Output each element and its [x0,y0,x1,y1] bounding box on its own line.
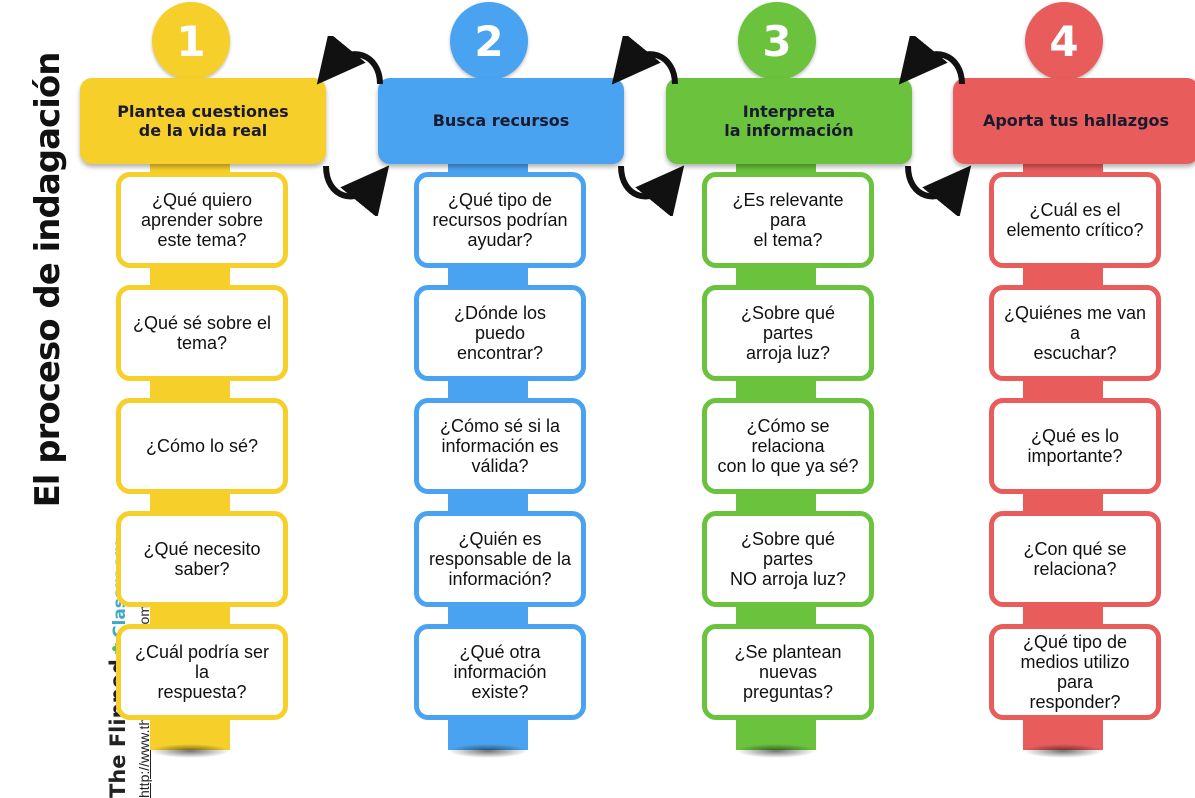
question-card: ¿Qué sé sobre el tema? [116,285,288,381]
step-header: Busca recursos [378,78,624,164]
step-column-2: 2 Busca recursos ¿Qué tipo de recursos p… [378,0,624,772]
step-number-badge: 1 [152,2,230,80]
step-number-badge: 4 [1025,2,1103,80]
question-card: ¿Qué necesito saber? [116,511,288,607]
question-card: ¿Qué es lo importante? [989,398,1161,494]
column-shadow [448,744,528,758]
question-card: ¿Cómo se relaciona con lo que ya sé? [702,398,874,494]
question-card: ¿Con qué se relaciona? [989,511,1161,607]
step-column-4: 4 Aporta tus hallazgos ¿Cuál es el eleme… [953,0,1195,772]
page-title: El proceso de indagación [28,52,68,508]
question-card: ¿Sobre qué partes NO arroja luz? [702,511,874,607]
column-shadow [150,744,230,758]
question-card: ¿Cómo lo sé? [116,398,288,494]
cycle-arrows-icon-2-3 [611,36,685,216]
column-shadow [736,744,816,758]
step-number-badge: 2 [450,2,528,80]
cycle-arrows-icon-3-4 [898,36,972,216]
question-card: ¿Cuál podría ser la respuesta? [116,624,288,720]
step-number-badge: 3 [738,2,816,80]
cycle-arrows-icon-1-2 [316,36,390,216]
step-header: Plantea cuestiones de la vida real [80,78,326,164]
question-card: ¿Se plantean nuevas preguntas? [702,624,874,720]
step-header: Interpreta la información [666,78,912,164]
question-card: ¿Qué tipo de medios utilizo para respond… [989,624,1161,720]
question-card: ¿Cuál es el elemento crítico? [989,172,1161,268]
step-column-1: 1 Plantea cuestiones de la vida real ¿Qu… [80,0,326,772]
step-column-3: 3 Interpreta la información ¿Es relevant… [666,0,912,772]
question-card: ¿Cómo sé si la información es válida? [414,398,586,494]
question-card: ¿Quién es responsable de la información? [414,511,586,607]
step-header: Aporta tus hallazgos [953,78,1195,164]
question-card: ¿Qué tipo de recursos podrían ayudar? [414,172,586,268]
question-card: ¿Qué quiero aprender sobre este tema? [116,172,288,268]
column-shadow [1023,744,1103,758]
question-card: ¿Qué otra información existe? [414,624,586,720]
question-card: ¿Sobre qué partes arroja luz? [702,285,874,381]
question-card: ¿Es relevante para el tema? [702,172,874,268]
question-card: ¿Dónde los puedo encontrar? [414,285,586,381]
question-card: ¿Quiénes me van a escuchar? [989,285,1161,381]
